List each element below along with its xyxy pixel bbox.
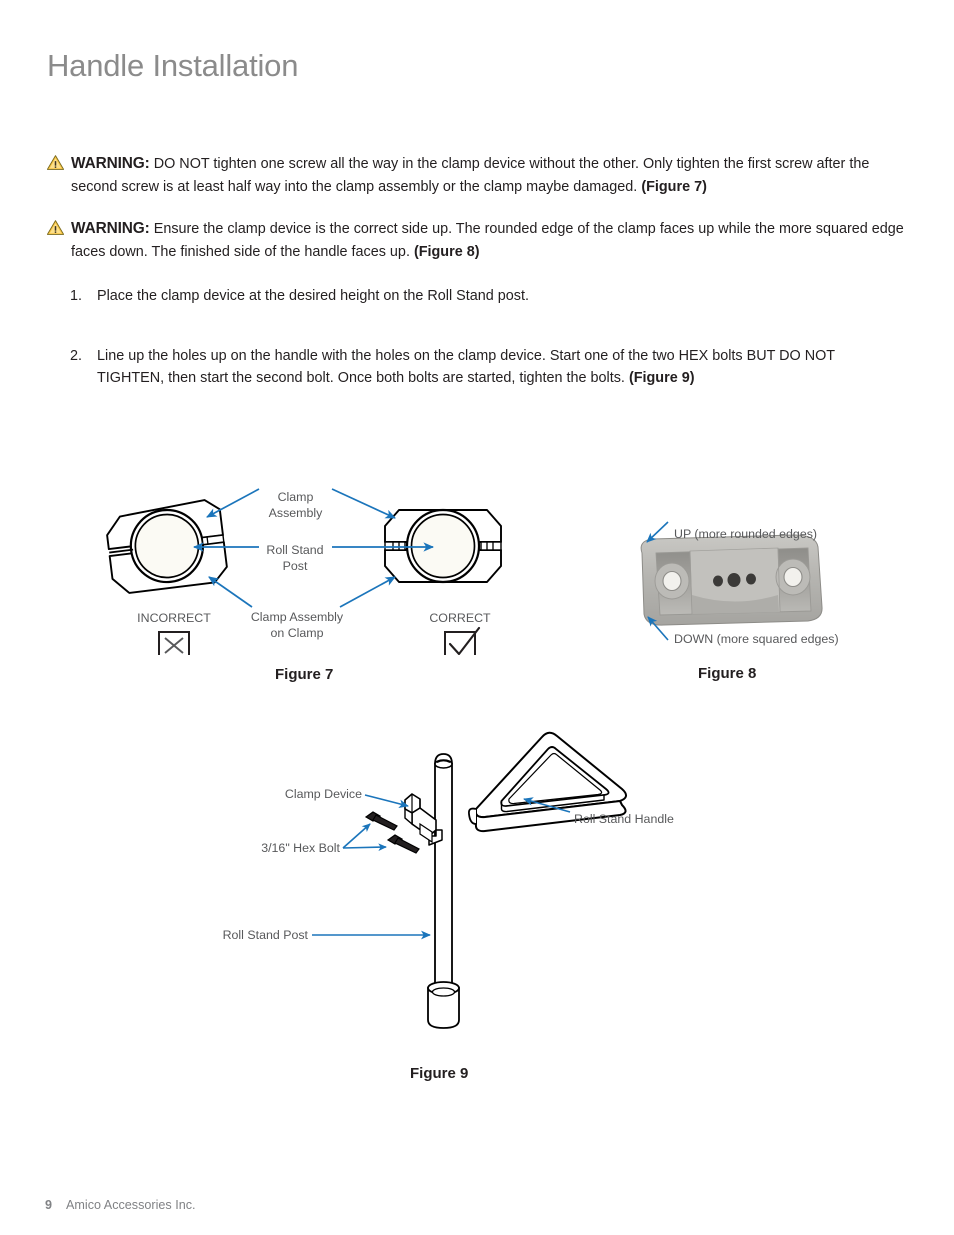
warning-body-1: DO NOT tighten one screw all the way in … [71,156,870,195]
clamp-on-clamp-line-2: on Clamp [270,625,324,640]
clamp-device-drawing [404,793,443,846]
warning-figure-ref-2: (Figure 8) [413,243,480,260]
page-title: Handle Installation [47,48,299,83]
figure-8: UP (more rounded edges) DOWN (more squar… [620,515,930,690]
clamp-assembly-line-1: Clamp [277,490,314,504]
clamp-on-clamp-line-1: Clamp Assembly [250,610,344,624]
footer-page-number: 9 [45,1198,53,1212]
figure-9-caption: Figure 9 [410,1065,469,1082]
roll-stand-handle-drawing [467,731,627,833]
warning-block-2: WARNING: Ensure the clamp device is the … [47,217,907,263]
step-text-1: Place the clamp device at the desired he… [97,285,905,307]
instruction-step-2: 2. Line up the holes up on the handle wi… [70,345,905,390]
warning-figure-ref-1: (Figure 7) [641,178,707,195]
figure-7-caption: Figure 7 [275,666,334,683]
warning-triangle-icon [47,155,64,170]
warning-body-2: Ensure the clamp device is the correct s… [71,221,904,260]
hex-bolt-drawing-upper [364,811,398,831]
warning-label-1: WARNING: [71,155,150,172]
figure-8-caption: Figure 8 [698,665,757,682]
check-mark-icon [444,626,481,655]
step-figure-ref-2: (Figure 9) [628,370,695,387]
step-number-1: 1. [70,288,83,304]
warning-triangle-icon [47,220,64,235]
warning-text-2: WARNING: Ensure the clamp device is the … [71,217,907,263]
figure-9-label-roll-stand-handle: Roll Stand Handle [574,812,674,826]
roll-stand-post-line-2: Post [282,558,308,573]
figure-9-label-clamp-device: Clamp Device [284,787,362,801]
footer-company-name: Amico Accessories Inc. [66,1198,196,1212]
x-mark-icon [158,631,190,655]
clamp-device-photo-body [640,534,823,626]
correct-clamp-drawing [384,508,502,584]
figure-9-label-hex-bolt: 3/16" Hex Bolt [261,841,340,855]
warning-label-2: WARNING: [71,220,150,237]
hex-bolt-drawing-lower [386,834,420,854]
figure-7-leader-lines [192,488,435,608]
figure-7-label-roll-stand-post: Roll Stand Post [255,543,335,574]
roll-stand-post-drawing [427,753,460,1029]
step-body-2: Line up the holes up on the handle with … [97,348,835,387]
figure-9-label-roll-stand-post: Roll Stand Post [222,928,308,942]
instruction-step-1: 1. Place the clamp device at the desired… [70,285,905,307]
figure-8-leader-lines [646,521,669,641]
figure-9-diagram [312,731,627,1029]
figure-8-label-up: UP (more rounded edges) [674,527,818,541]
step-body-1: Place the clamp device at the desired he… [97,288,529,304]
page-footer: 9 Amico Accessories Inc. [45,1198,196,1212]
figure-8-photo [640,521,823,641]
figure-9-leader-lines [312,794,571,940]
clamp-assembly-line-2: Assembly [268,505,323,520]
step-text-2: Line up the holes up on the handle with … [97,345,905,390]
figure-8-label-down: DOWN (more squared edges) [674,632,839,646]
step-number-2: 2. [70,348,83,364]
figure-9: Clamp Device 3/16" Hex Bolt Roll Stand H… [223,720,700,1095]
warning-text-1: WARNING: DO NOT tighten one screw all th… [71,152,907,198]
warning-block-1: WARNING: DO NOT tighten one screw all th… [47,152,907,198]
figure-7-label-clamp-assembly-on-clamp: Clamp Assembly on Clamp [237,610,357,641]
figure-7-label-clamp-assembly: Clamp Assembly [258,490,333,521]
incorrect-clamp-drawing [106,499,228,594]
figure-7-diagram [106,488,502,655]
roll-stand-post-line-1: Roll Stand [266,543,324,557]
figure-7-label-incorrect: INCORRECT [137,611,211,625]
figure-7: Clamp Assembly Roll Stand Post Clamp Ass… [95,480,565,690]
figure-7-label-correct: CORRECT [429,611,491,625]
